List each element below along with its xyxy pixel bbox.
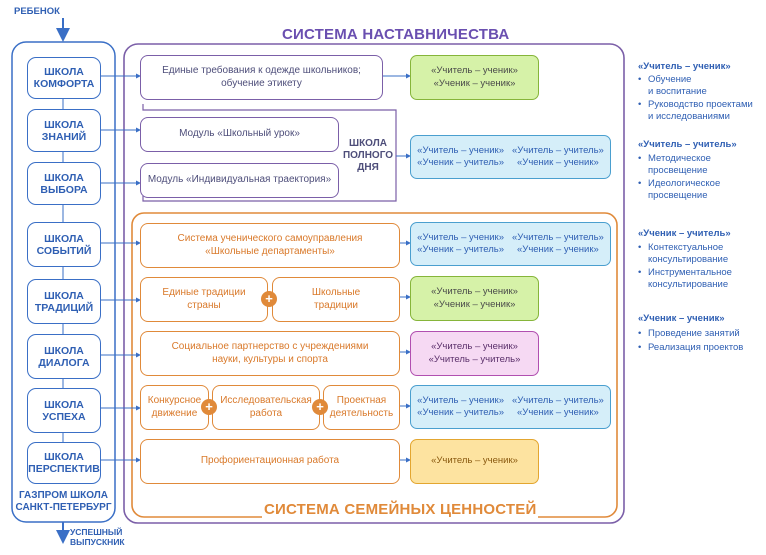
child-label: РЕБЕНОК: [14, 6, 60, 17]
legend-title-3: «Ученик – учитель»: [638, 228, 731, 239]
program-career-guidance: Профориентационная работа: [140, 439, 400, 484]
legend-title-2: «Учитель – учитель»: [638, 139, 737, 150]
roles-box-1: «Учитель – ученик»«Ученик – ученик»: [410, 55, 539, 100]
program-individual-path: Модуль «Индивидуальная траектория»: [140, 163, 339, 198]
plus-icon: +: [201, 399, 217, 415]
legend-title-1: «Учитель – ученик»: [638, 61, 731, 72]
mentoring-frame: [123, 43, 625, 524]
roles-box-5: «Учитель – ученик»«Учитель – учитель»: [410, 331, 539, 376]
program-dress-code: Единые требования к одежде школьников;об…: [140, 55, 383, 100]
mentoring-title: СИСТЕМА НАСТАВНИЧЕСТВА: [282, 26, 510, 43]
roles-box-2: «Учитель – ученик»«Учитель – учитель»«Уч…: [410, 135, 611, 179]
program-self-government: Система ученического самоуправления«Школ…: [140, 223, 400, 268]
school-column-frame: [11, 41, 116, 523]
plus-icon: +: [261, 291, 277, 307]
roles-box-4: «Учитель – ученик»«Ученик – ученик»: [410, 276, 539, 321]
legend-list-4: Проведение занятий Реализация проектов: [638, 328, 743, 355]
legend-title-4: «Ученик – ученик»: [638, 313, 725, 324]
family-title: СИСТЕМА СЕМЕЙНЫХ ЦЕННОСТЕЙ: [262, 501, 539, 518]
graduate-label: УСПЕШНЫЙ ВЫПУСКНИК: [70, 527, 125, 547]
roles-box-7: «Учитель – ученик»: [410, 439, 539, 484]
roles-box-3: «Учитель – ученик»«Учитель – учитель»«Уч…: [410, 222, 611, 266]
roles-box-6: «Учитель – ученик»«Учитель – учитель»«Уч…: [410, 385, 611, 429]
plus-icon: +: [312, 399, 328, 415]
program-school-lesson: Модуль «Школьный урок»: [140, 117, 339, 152]
